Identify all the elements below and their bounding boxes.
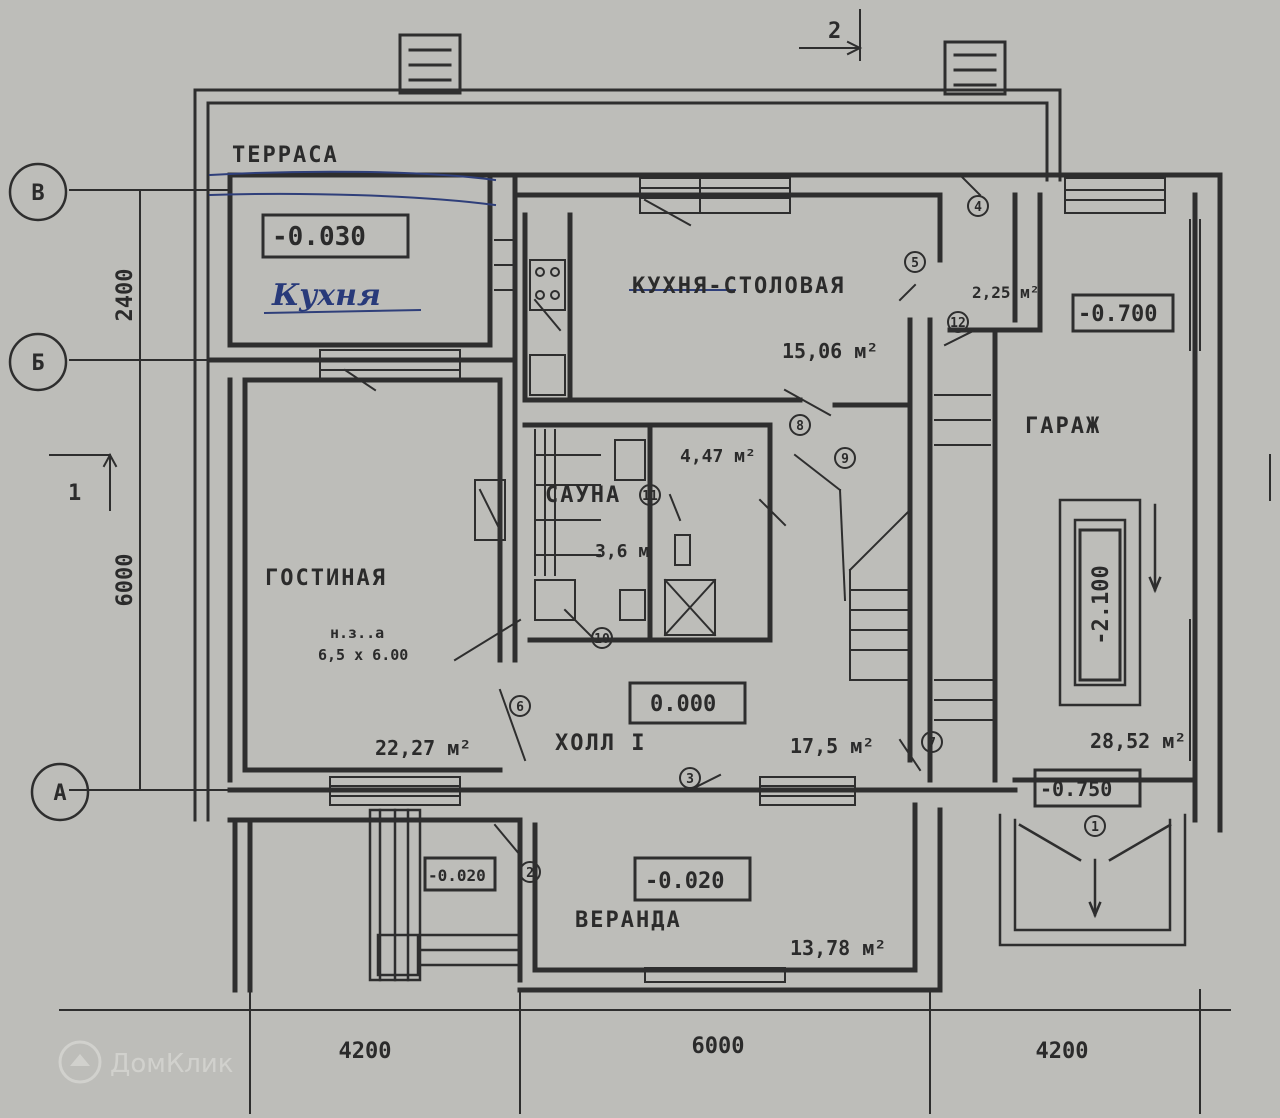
level-garage-entry: -0.750: [1040, 777, 1112, 801]
axis-label-v: В: [31, 181, 44, 206]
dim-left-h: 4200: [339, 1039, 392, 1064]
room-sauna: САУНА: [545, 483, 621, 508]
living-note-top: н.з..а: [330, 624, 384, 642]
area-sauna: 3,6 м: [595, 541, 649, 562]
door-number-circles: [509, 195, 1106, 883]
axis-label-a: А: [53, 781, 66, 806]
room-garage: ГАРАЖ: [1025, 414, 1101, 439]
dimension-lines: [49, 9, 1271, 1115]
room-veranda: ВЕРАНДА: [575, 908, 682, 933]
door-number: 10: [594, 632, 610, 647]
area-kitchen-dining: 15,06 м²: [782, 339, 878, 363]
level-porch: -0.020: [428, 866, 486, 885]
area-bath: 4,47 м²: [680, 446, 756, 467]
door-number: 2: [526, 866, 534, 881]
room-hall: ХОЛЛ I: [555, 731, 646, 756]
room-kitchen-dining: КУХНЯ-СТОЛОВАЯ: [632, 274, 845, 299]
room-kitchen-handwritten: Кухня: [271, 278, 381, 313]
handwritten-strokes: [208, 170, 736, 315]
level-garage-pit: -2.100: [1089, 565, 1114, 644]
door-number: 8: [796, 419, 804, 434]
garage-pit: [998, 498, 1187, 947]
level-boxes: [261, 213, 1175, 902]
level-veranda: -0.020: [645, 869, 724, 894]
room-terrace: ТЕРРАСА: [232, 143, 339, 168]
level-garage: -0.700: [1078, 302, 1157, 327]
door-number: 6: [516, 700, 524, 715]
door-number: 4: [974, 200, 982, 215]
area-garage: 28,52 м²: [1090, 729, 1186, 753]
terrace-outline: [193, 33, 1062, 822]
area-living: 22,27 м²: [375, 736, 471, 760]
door-number: 3: [686, 772, 694, 787]
kitchen-equipment: [474, 259, 566, 541]
door-number: 5: [911, 256, 919, 271]
dim-right-h: 4200: [1036, 1039, 1089, 1064]
level-terrace: -0.030: [272, 222, 366, 252]
windows: [319, 177, 1201, 983]
section-mark-top: 2: [828, 19, 841, 44]
axis-bubbles: [8, 162, 90, 822]
level-hall: 0.000: [650, 692, 716, 717]
stairs: [494, 239, 996, 721]
watermark-text: ДомКлик: [110, 1049, 234, 1079]
room-living: ГОСТИНАЯ: [265, 566, 387, 591]
sauna-fixtures: [534, 429, 717, 637]
walls: [207, 172, 1223, 993]
door-number: 1: [1091, 820, 1099, 835]
section-mark-left: 1: [68, 481, 81, 506]
door-number: 9: [841, 452, 849, 467]
porch-steps: [368, 808, 522, 982]
area-veranda: 13,78 м²: [790, 936, 886, 960]
area-hall: 17,5 м²: [790, 734, 874, 758]
watermark-logo-icon: [58, 1040, 102, 1084]
door-number: 12: [950, 316, 966, 331]
living-note-bottom: 6,5 х 6.00: [318, 646, 408, 664]
door-number: 11: [642, 489, 658, 504]
area-small-room: 2,25 м²: [972, 283, 1039, 302]
door-number: 7: [928, 736, 936, 751]
door-swings: [343, 173, 982, 857]
dim-top-v: 2400: [113, 269, 138, 322]
dim-bottom-v: 6000: [113, 554, 138, 607]
axis-label-b: Б: [31, 351, 44, 376]
dim-mid-h: 6000: [692, 1034, 745, 1059]
